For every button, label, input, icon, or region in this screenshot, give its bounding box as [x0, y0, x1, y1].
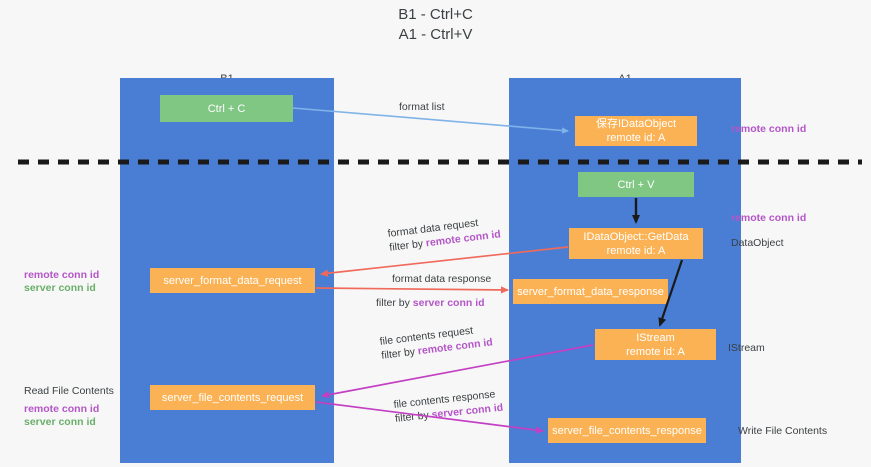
annotation-left-server-conn-id-low: server conn id	[24, 416, 96, 428]
arrow-format-data-response	[315, 286, 509, 294]
edge-label-format-list: format list	[399, 101, 445, 113]
node-save-idataobject[interactable]: 保存IDataObject remote id: A	[575, 116, 697, 146]
annotation-left-remote-conn-id-low: remote conn id	[24, 403, 100, 415]
title-line-2: A1 - Ctrl+V	[398, 26, 473, 43]
edge-label-format-data-response-filter: filter by server conn id	[376, 297, 485, 310]
annotation-left-server-conn-id-mid: server conn id	[24, 282, 96, 294]
filter-prefix: filter by	[388, 237, 427, 254]
node-server-format-data-request[interactable]: server_format_data_request	[150, 268, 315, 293]
title-line-1: B1 - Ctrl+C	[398, 6, 473, 23]
annotation-write-file-contents: Write File Contents	[738, 425, 828, 437]
filter-key-server-conn-id: server conn id	[412, 297, 485, 309]
node-server-file-contents-response[interactable]: server_file_contents_response	[548, 418, 706, 443]
annotation-remote-conn-id-top: remote conn id	[731, 123, 807, 135]
edge-label-file-contents-request-group: file contents request filter by remote c…	[379, 322, 493, 362]
node-server-file-contents-request[interactable]: server_file_contents_request	[150, 385, 315, 410]
edge-label-format-data-request-group: format data request filter by remote con…	[387, 214, 501, 254]
filter-prefix: filter by	[380, 345, 419, 362]
node-ctrl-c[interactable]: Ctrl + C	[160, 95, 293, 122]
annotation-read-file-contents: Read File Contents	[24, 385, 114, 397]
node-idataobject-getdata[interactable]: IDataObject::GetData remote id: A	[569, 228, 703, 259]
filter-prefix: filter by	[394, 409, 433, 425]
node-server-format-data-response[interactable]: server_format_data_response	[513, 279, 668, 304]
node-istream[interactable]: IStream remote id: A	[595, 329, 716, 360]
page-title: B1 - Ctrl+C A1 - Ctrl+V	[0, 5, 871, 45]
annotation-dataobject: DataObject	[731, 237, 784, 249]
annotation-istream: IStream	[728, 342, 765, 354]
edge-label-file-contents-response-group: file contents response filter by server …	[393, 388, 504, 426]
node-ctrl-v[interactable]: Ctrl + V	[578, 172, 694, 197]
annotation-left-remote-conn-id-mid: remote conn id	[24, 269, 100, 281]
edge-label-format-data-response: format data response	[392, 273, 492, 285]
filter-prefix: filter by	[376, 297, 413, 309]
annotation-remote-conn-id-mid: remote conn id	[731, 212, 807, 224]
